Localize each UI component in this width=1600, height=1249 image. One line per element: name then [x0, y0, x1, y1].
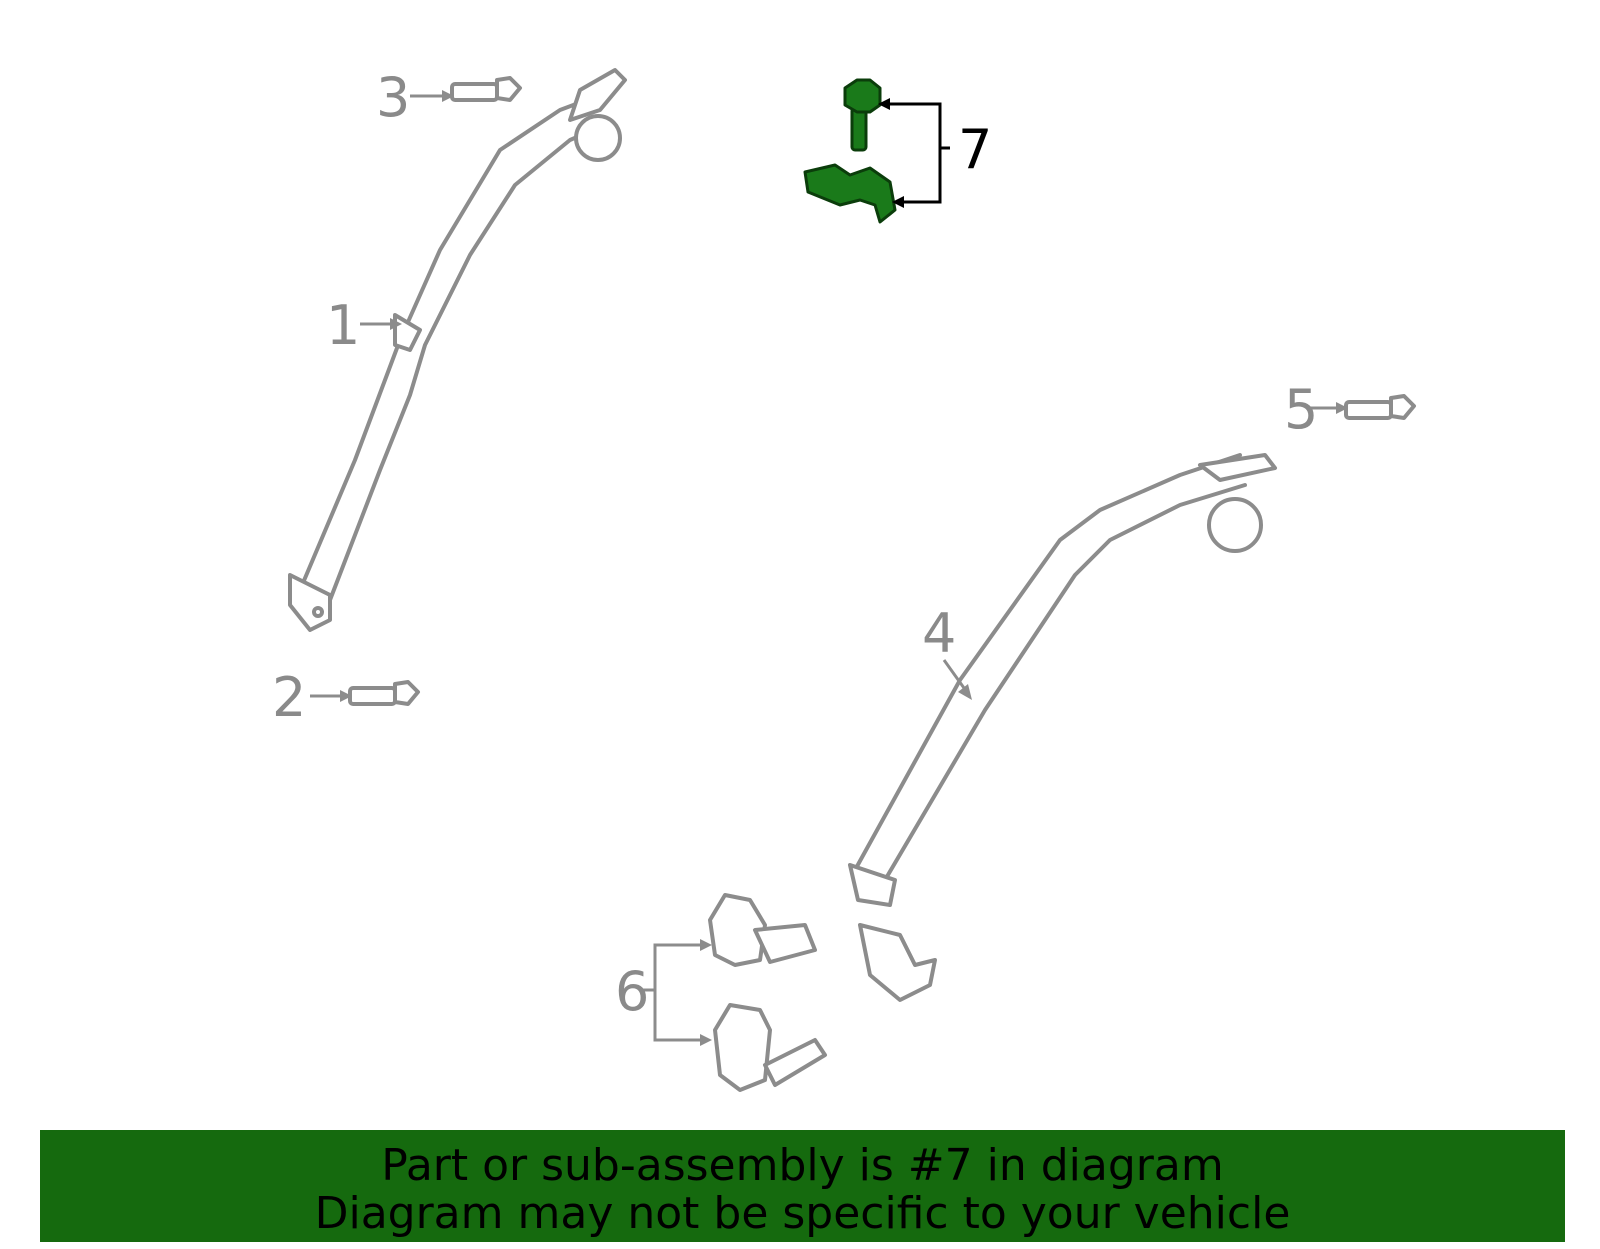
part-7-bolt-and-bracket[interactable] — [803, 78, 897, 224]
part-3-bolt[interactable] — [450, 76, 522, 102]
leader-line-6 — [640, 939, 712, 1046]
leader-line-1 — [360, 318, 402, 330]
leader-line-4 — [942, 659, 972, 700]
callout-4: 4 — [922, 602, 956, 665]
part-1-seat-belt-left[interactable] — [288, 68, 627, 632]
part-5-bolt[interactable] — [1344, 394, 1416, 420]
banner-line-part: Part or sub-assembly is #7 in diagram — [381, 1140, 1224, 1191]
callout-5: 5 — [1284, 378, 1318, 441]
callout-2: 2 — [272, 666, 306, 729]
part-6-buckles[interactable] — [708, 893, 827, 1092]
leader-line-7 — [878, 98, 950, 208]
callout-1: 1 — [326, 294, 360, 357]
callout-6: 6 — [615, 960, 649, 1023]
part-4-seat-belt-right[interactable] — [848, 453, 1277, 1002]
leader-line-5 — [1306, 402, 1348, 414]
callout-3: 3 — [376, 66, 410, 129]
info-banner: Part or sub-assembly is #7 in diagram Di… — [40, 1130, 1565, 1242]
callout-7: 7 — [958, 118, 992, 181]
banner-line-disclaimer: Diagram may not be specific to your vehi… — [314, 1188, 1291, 1239]
part-2-bolt[interactable] — [348, 680, 420, 706]
leader-line-2 — [310, 690, 352, 702]
leader-line-3 — [410, 90, 454, 102]
